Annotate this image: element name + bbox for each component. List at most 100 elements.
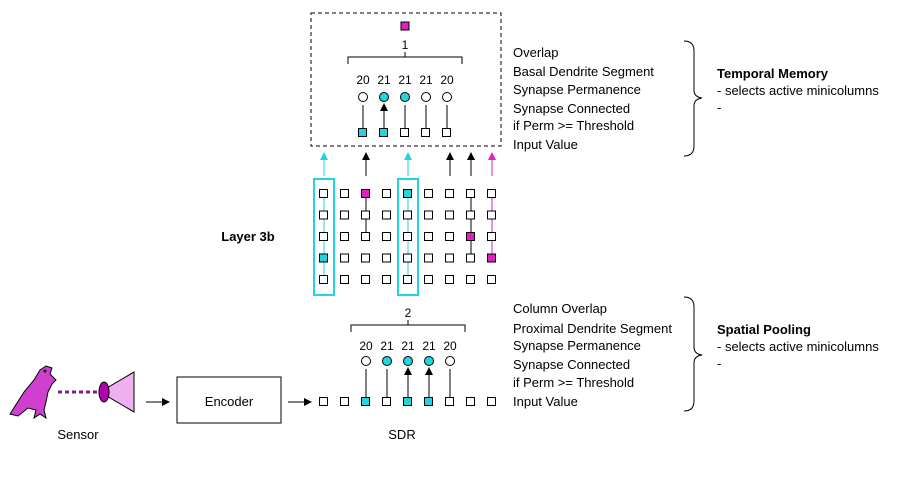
layer-cell-6-0 (445, 189, 454, 198)
layer-cell-8-1 (487, 210, 496, 220)
layer-cell-7-1 (466, 210, 475, 220)
sp-synapse-0 (361, 356, 371, 366)
eye-icon (98, 371, 135, 413)
layer-cell-0-1 (319, 210, 328, 220)
layer-cell-7-0 (466, 189, 475, 198)
layer-cell-1-1 (340, 210, 349, 220)
layer-cell-5-1 (424, 210, 433, 220)
tm-desc-1: - selects active minicolumns (717, 83, 879, 98)
tm-label-segment: Basal Dendrite Segment (513, 64, 654, 79)
sp-synapse-2 (403, 356, 413, 366)
layer-cell-7-4 (466, 275, 475, 284)
tm-synapse-4 (442, 92, 452, 102)
sdr-cell-4 (403, 397, 412, 406)
sp-desc-1: - selects active minicolumns (717, 339, 879, 354)
layer-cell-1-2 (340, 232, 349, 241)
layer-cell-4-0 (403, 189, 412, 198)
sp-label-permanence: Synapse Permanence (513, 338, 641, 353)
sp-label-input: Input Value (513, 394, 578, 409)
layer-cell-5-4 (424, 275, 433, 284)
tm-synapse-2 (400, 92, 410, 102)
sdr-row (319, 397, 496, 406)
sdr-cell-1 (340, 397, 349, 406)
layer-cell-2-1 (361, 210, 370, 220)
tm-synapse-0 (358, 92, 368, 102)
layer-cell-5-2 (424, 232, 433, 241)
layer-cell-5-0 (424, 189, 433, 198)
sdr-cell-2 (361, 397, 370, 406)
temporal-memory-dashed-box (310, 12, 502, 147)
tm-input-3 (421, 128, 430, 137)
sdr-cell-5 (424, 397, 433, 406)
layer-cell-0-4 (319, 275, 328, 284)
sp-permanence-2: 21 (401, 339, 415, 353)
sensor-label: Sensor (57, 427, 99, 442)
sp-permanence-1: 21 (380, 339, 394, 353)
layer-cell-4-4 (403, 275, 412, 284)
layer-cell-3-2 (382, 232, 391, 241)
layer-cell-8-0 (487, 189, 496, 198)
sp-title: Spatial Pooling (717, 322, 811, 337)
layer-cell-3-3 (382, 253, 391, 263)
tm-label-overlap: Overlap (513, 45, 559, 60)
layer-cell-2-0 (361, 189, 370, 198)
tm-permanence-4: 20 (440, 73, 454, 87)
tm-label-permanence: Synapse Permanence (513, 82, 641, 97)
sp-brace (350, 320, 466, 332)
tm-permanence-1: 21 (377, 73, 391, 87)
layer-cell-7-3 (466, 253, 475, 263)
layer-cell-6-2 (445, 232, 454, 241)
layer-cell-2-2 (361, 232, 370, 241)
tm-input-1 (379, 128, 388, 137)
layer-cell-3-4 (382, 275, 391, 284)
sp-synapse-1 (382, 356, 392, 366)
layer-cell-6-1 (445, 210, 454, 220)
tm-synapse-3 (421, 92, 431, 102)
tm-permanence-3: 21 (419, 73, 433, 87)
sensor-group: Sensor (9, 365, 135, 442)
layer-cell-8-2 (487, 232, 496, 241)
temporal-memory-labels: Overlap Basal Dendrite Segment Synapse P… (513, 45, 654, 152)
sp-label-segment: Proximal Dendrite Segment (513, 321, 672, 336)
tm-title: Temporal Memory (717, 66, 829, 81)
sp-overlap-value: 2 (405, 306, 412, 320)
spatial-pooling-labels: Column Overlap Proximal Dendrite Segment… (513, 301, 672, 409)
layer-cell-8-3 (487, 253, 496, 263)
layer-label: Layer 3b (221, 229, 275, 244)
tm-desc-2: - (717, 100, 721, 115)
tm-label-threshold: if Perm >= Threshold (513, 118, 634, 133)
tm-permanence-2: 21 (398, 73, 412, 87)
tm-input-2 (400, 128, 409, 137)
layer-cell-1-3 (340, 253, 349, 263)
bird-icon (9, 365, 57, 420)
sdr-cell-8 (487, 397, 496, 406)
tm-synapse-1 (379, 92, 389, 102)
encoder-box: Encoder (176, 376, 282, 424)
sp-label-threshold: if Perm >= Threshold (513, 375, 634, 390)
sdr-label: SDR (388, 427, 415, 442)
tm-predictive-cell (400, 21, 410, 31)
layer-3b-grid (313, 152, 496, 296)
tm-permanence-0: 20 (356, 73, 370, 87)
layer-cell-4-2 (403, 232, 412, 241)
layer-cell-3-1 (382, 210, 391, 220)
tm-label-connected: Synapse Connected (513, 101, 630, 116)
encoder-label: Encoder (205, 394, 254, 409)
layer-cell-4-3 (403, 253, 412, 263)
sdr-cell-0 (319, 397, 328, 406)
layer-cell-6-4 (445, 275, 454, 284)
layer-cell-6-3 (445, 253, 454, 263)
layer-cell-5-3 (424, 253, 433, 263)
layer-cell-1-0 (340, 189, 349, 198)
sdr-cell-3 (382, 397, 391, 406)
sp-permanence-0: 20 (359, 339, 373, 353)
sp-brace (683, 296, 703, 412)
layer-cell-0-2 (319, 232, 328, 241)
layer-cell-0-0 (319, 189, 328, 198)
layer-cell-2-4 (361, 275, 370, 284)
layer-cell-3-0 (382, 189, 391, 198)
